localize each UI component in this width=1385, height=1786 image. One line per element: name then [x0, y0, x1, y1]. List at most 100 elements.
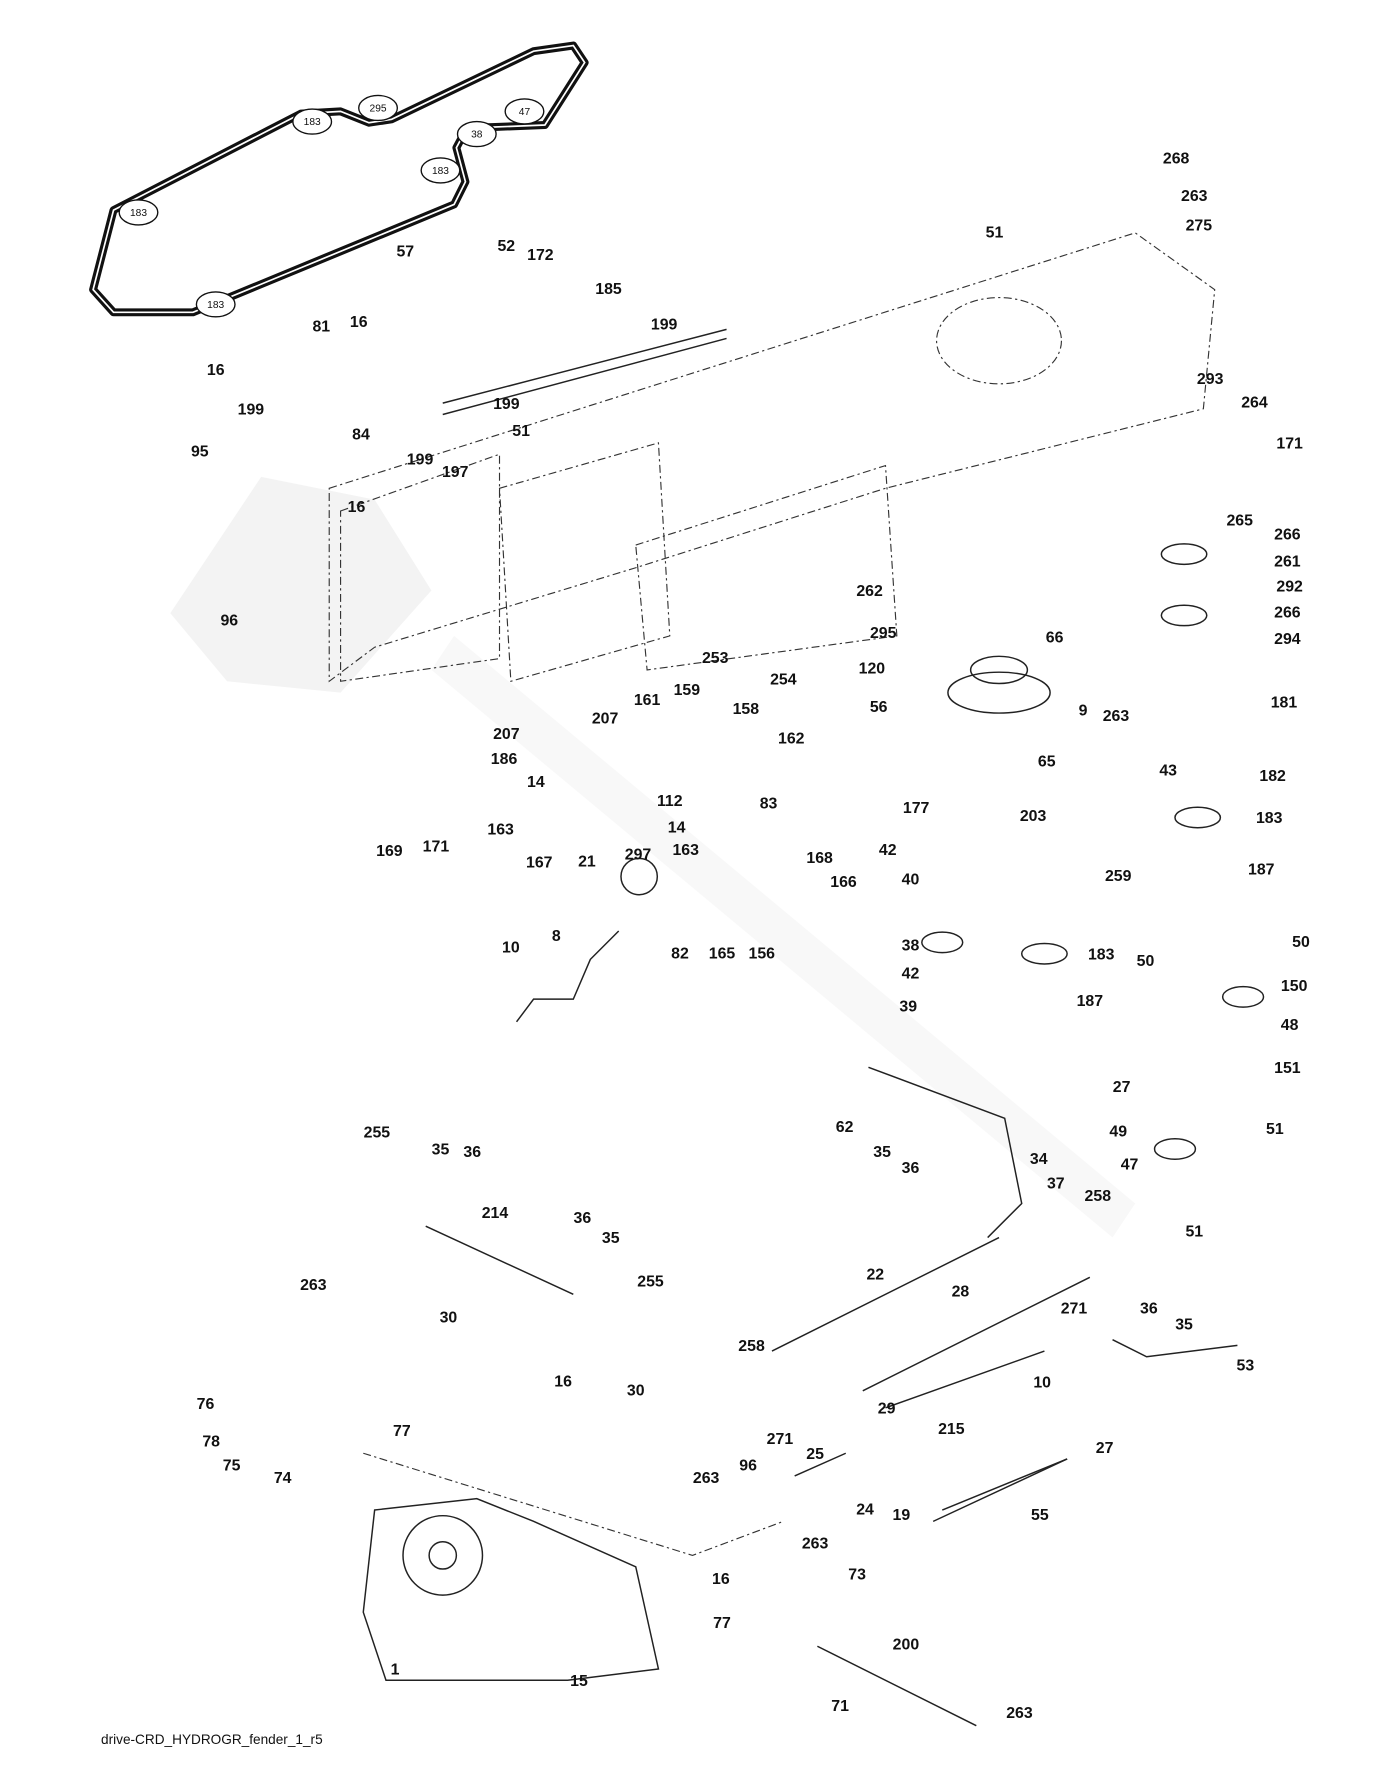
belt-pulley-label: 38 [471, 129, 483, 140]
part-callout-275: 275 [1186, 218, 1213, 235]
part-callout-171: 171 [1276, 436, 1303, 453]
part-callout-172: 172 [527, 247, 554, 264]
part-callout-47: 47 [1121, 1156, 1139, 1173]
part-callout-16: 16 [554, 1373, 572, 1390]
part-callout-266: 266 [1274, 605, 1301, 622]
part-callout-96: 96 [739, 1457, 757, 1474]
part-callout-42: 42 [902, 966, 920, 983]
belt-pulley [118, 199, 159, 226]
part-callout-200: 200 [893, 1637, 920, 1654]
part-callout-83: 83 [760, 795, 778, 812]
part-callout-57: 57 [396, 244, 414, 261]
part-callout-16: 16 [207, 362, 225, 379]
part-callout-199: 199 [493, 396, 520, 413]
part-callout-268: 268 [1163, 151, 1190, 168]
part-callout-95: 95 [191, 443, 209, 460]
part-callout-40: 40 [902, 871, 920, 888]
part-callout-182: 182 [1259, 768, 1286, 785]
part-callout-75: 75 [223, 1457, 241, 1474]
belt-pulley-label: 183 [207, 300, 224, 311]
part-callout-73: 73 [848, 1566, 866, 1583]
part-callout-171: 171 [423, 839, 450, 856]
part-callout-21: 21 [578, 853, 596, 870]
part-callout-167: 167 [526, 854, 553, 871]
part-callout-292: 292 [1276, 579, 1303, 596]
part-callout-187: 187 [1248, 861, 1275, 878]
belt-pulley [195, 291, 236, 318]
part-callout-16: 16 [350, 314, 368, 331]
part-callout-258: 258 [1085, 1188, 1112, 1205]
part-callout-261: 261 [1274, 554, 1301, 571]
part-callout-29: 29 [878, 1401, 896, 1418]
part-callout-255: 255 [637, 1273, 664, 1290]
part-callout-183: 183 [1256, 810, 1283, 827]
part-callout-35: 35 [1175, 1317, 1193, 1334]
part-callout-295: 295 [870, 625, 897, 642]
part-callout-30: 30 [440, 1310, 458, 1327]
part-callout-214: 214 [482, 1205, 509, 1222]
part-callout-263: 263 [1006, 1705, 1033, 1722]
part-callout-53: 53 [1237, 1357, 1255, 1374]
part-callout-10: 10 [1033, 1374, 1051, 1391]
part-callout-163: 163 [672, 842, 699, 859]
part-callout-19: 19 [893, 1507, 911, 1524]
part-callout-28: 28 [952, 1284, 970, 1301]
part-callout-76: 76 [197, 1396, 215, 1413]
components [362, 328, 1265, 1727]
frame-outline [328, 232, 1216, 683]
part-callout-158: 158 [733, 701, 760, 718]
part-callout-24: 24 [856, 1502, 874, 1519]
part-callout-161: 161 [634, 692, 661, 709]
part-callout-27: 27 [1096, 1440, 1114, 1457]
part-callout-271: 271 [1061, 1301, 1088, 1318]
part-callout-165: 165 [709, 945, 736, 962]
part-callout-84: 84 [352, 426, 370, 443]
part-callout-199: 199 [238, 401, 265, 418]
part-callout-199: 199 [407, 451, 434, 468]
part-callout-197: 197 [442, 464, 469, 481]
part-callout-271: 271 [767, 1431, 794, 1448]
part-callout-258: 258 [738, 1338, 765, 1355]
part-callout-9: 9 [1079, 702, 1088, 719]
belt-pulley [358, 94, 399, 122]
belt-pulley-label: 183 [130, 208, 147, 219]
belt-pulley-label: 183 [432, 166, 449, 177]
part-callout-30: 30 [627, 1382, 645, 1399]
part-callout-203: 203 [1020, 808, 1047, 825]
part-callout-293: 293 [1197, 371, 1224, 388]
part-callout-36: 36 [463, 1144, 481, 1161]
part-callout-215: 215 [938, 1421, 965, 1438]
part-callout-1: 1 [391, 1662, 400, 1679]
part-callout-82: 82 [671, 945, 689, 962]
belt-pulley [420, 157, 461, 184]
part-callout-77: 77 [713, 1615, 731, 1632]
part-callout-207: 207 [592, 710, 619, 727]
part-callout-255: 255 [364, 1125, 391, 1142]
part-callout-263: 263 [300, 1277, 327, 1294]
part-callout-36: 36 [574, 1210, 592, 1227]
part-callout-186: 186 [491, 751, 518, 768]
part-callout-38: 38 [902, 937, 920, 954]
belt [89, 41, 589, 317]
part-callout-25: 25 [806, 1446, 824, 1463]
part-callout-183: 183 [1088, 946, 1115, 963]
part-callout-166: 166 [830, 874, 857, 891]
belt-pulley-label: 183 [304, 117, 321, 128]
part-callout-51: 51 [986, 224, 1004, 241]
part-callout-207: 207 [493, 726, 520, 743]
part-callout-15: 15 [570, 1673, 588, 1690]
part-callout-10: 10 [502, 940, 520, 957]
belt-pulley [456, 120, 497, 148]
part-callout-56: 56 [870, 699, 888, 716]
part-callout-185: 185 [595, 281, 622, 298]
part-callout-254: 254 [770, 672, 797, 689]
part-callout-36: 36 [902, 1160, 920, 1177]
part-callout-50: 50 [1137, 953, 1155, 970]
part-callout-156: 156 [748, 945, 775, 962]
belt-inner-line [92, 44, 586, 314]
part-callout-37: 37 [1047, 1176, 1065, 1193]
belt-pulley [504, 98, 545, 125]
part-callout-266: 266 [1274, 526, 1301, 543]
part-callout-50: 50 [1292, 934, 1310, 951]
